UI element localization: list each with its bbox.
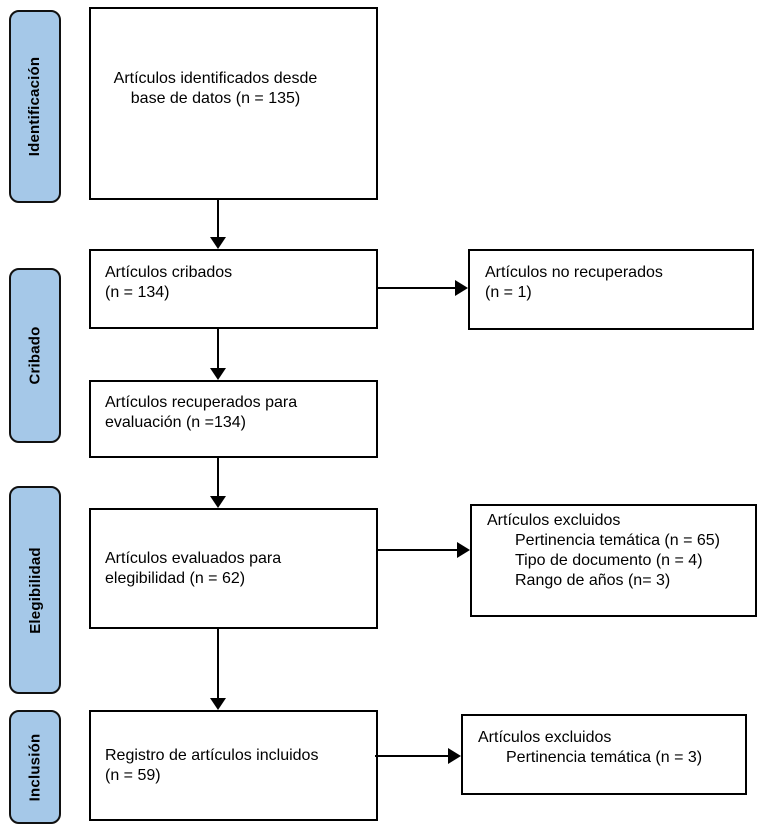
arrowhead-down-icon bbox=[210, 368, 226, 380]
text-line: Pertinencia temática (n = 3) bbox=[506, 748, 703, 766]
box-articles-screened: Artículos cribados (n = 134) bbox=[89, 249, 378, 329]
text-line: base de datos (n = 135) bbox=[130, 89, 301, 107]
text-line: Rango de años (n= 3) bbox=[515, 571, 671, 589]
stage-label-text: Inclusión bbox=[26, 733, 44, 801]
stage-label-text: Elegibilidad bbox=[26, 546, 44, 634]
arrowhead-down-icon bbox=[210, 698, 226, 710]
text-line: Artículos excluidos bbox=[478, 728, 612, 746]
stage-label-inclusion: Inclusión bbox=[9, 710, 61, 824]
arrow-assessed-to-included-line bbox=[217, 629, 219, 699]
stage-label-identificacion: Identificación bbox=[9, 10, 61, 203]
box-articles-included: Registro de artículos incluidos (n = 59) bbox=[89, 710, 378, 821]
arrowhead-down-icon bbox=[210, 237, 226, 249]
text-line: Artículos no recuperados bbox=[485, 263, 663, 281]
arrow-assessed-to-excluded-line bbox=[378, 549, 458, 551]
box-articles-excluded-inclusion: Artículos excluidos Pertinencia temática… bbox=[461, 714, 747, 795]
text-line: elegibilidad (n = 62) bbox=[105, 569, 246, 587]
arrowhead-right-icon bbox=[455, 280, 468, 296]
text-line: (n = 59) bbox=[105, 766, 161, 784]
stage-label-text: Cribado bbox=[26, 326, 44, 385]
text-line: (n = 1) bbox=[485, 283, 532, 301]
arrow-retrieved-to-assessed-line bbox=[217, 458, 219, 497]
arrow-included-to-excluded-line bbox=[375, 755, 449, 757]
arrow-screened-to-retrieved-line bbox=[217, 329, 219, 369]
arrow-screened-to-not-retrieved-line bbox=[378, 287, 456, 289]
text-line: Pertinencia temática (n = 65) bbox=[515, 531, 720, 549]
box-articles-not-retrieved: Artículos no recuperados (n = 1) bbox=[468, 249, 754, 330]
stage-label-cribado: Cribado bbox=[9, 268, 61, 443]
arrowhead-right-icon bbox=[457, 542, 470, 558]
arrowhead-down-icon bbox=[210, 496, 226, 508]
text-line: Artículos cribados bbox=[105, 264, 233, 281]
text-line: (n = 134) bbox=[105, 284, 170, 301]
arrow-identified-to-screened-line bbox=[217, 200, 219, 238]
box-articles-excluded-eligibility: Artículos excluidos Pertinencia temática… bbox=[470, 504, 757, 617]
stage-label-text: Identificación bbox=[26, 56, 44, 157]
text-line: Registro de artículos incluidos bbox=[105, 746, 319, 764]
stage-label-elegibilidad: Elegibilidad bbox=[9, 486, 61, 694]
text-line: evaluación (n =134) bbox=[105, 414, 246, 431]
text-line: Artículos excluidos bbox=[487, 511, 621, 529]
box-articles-retrieved: Artículos recuperados para evaluación (n… bbox=[89, 380, 378, 458]
box-articles-assessed: Artículos evaluados para elegibilidad (n… bbox=[89, 508, 378, 629]
text-line: Artículos identificados desde bbox=[113, 69, 318, 87]
box-articles-identified: Artículos identificados desde base de da… bbox=[89, 7, 378, 200]
text-line: Artículos evaluados para bbox=[105, 549, 282, 567]
text-line: Tipo de documento (n = 4) bbox=[515, 551, 703, 569]
text-line: Artículos recuperados para bbox=[105, 394, 298, 411]
arrowhead-right-icon bbox=[448, 748, 461, 764]
